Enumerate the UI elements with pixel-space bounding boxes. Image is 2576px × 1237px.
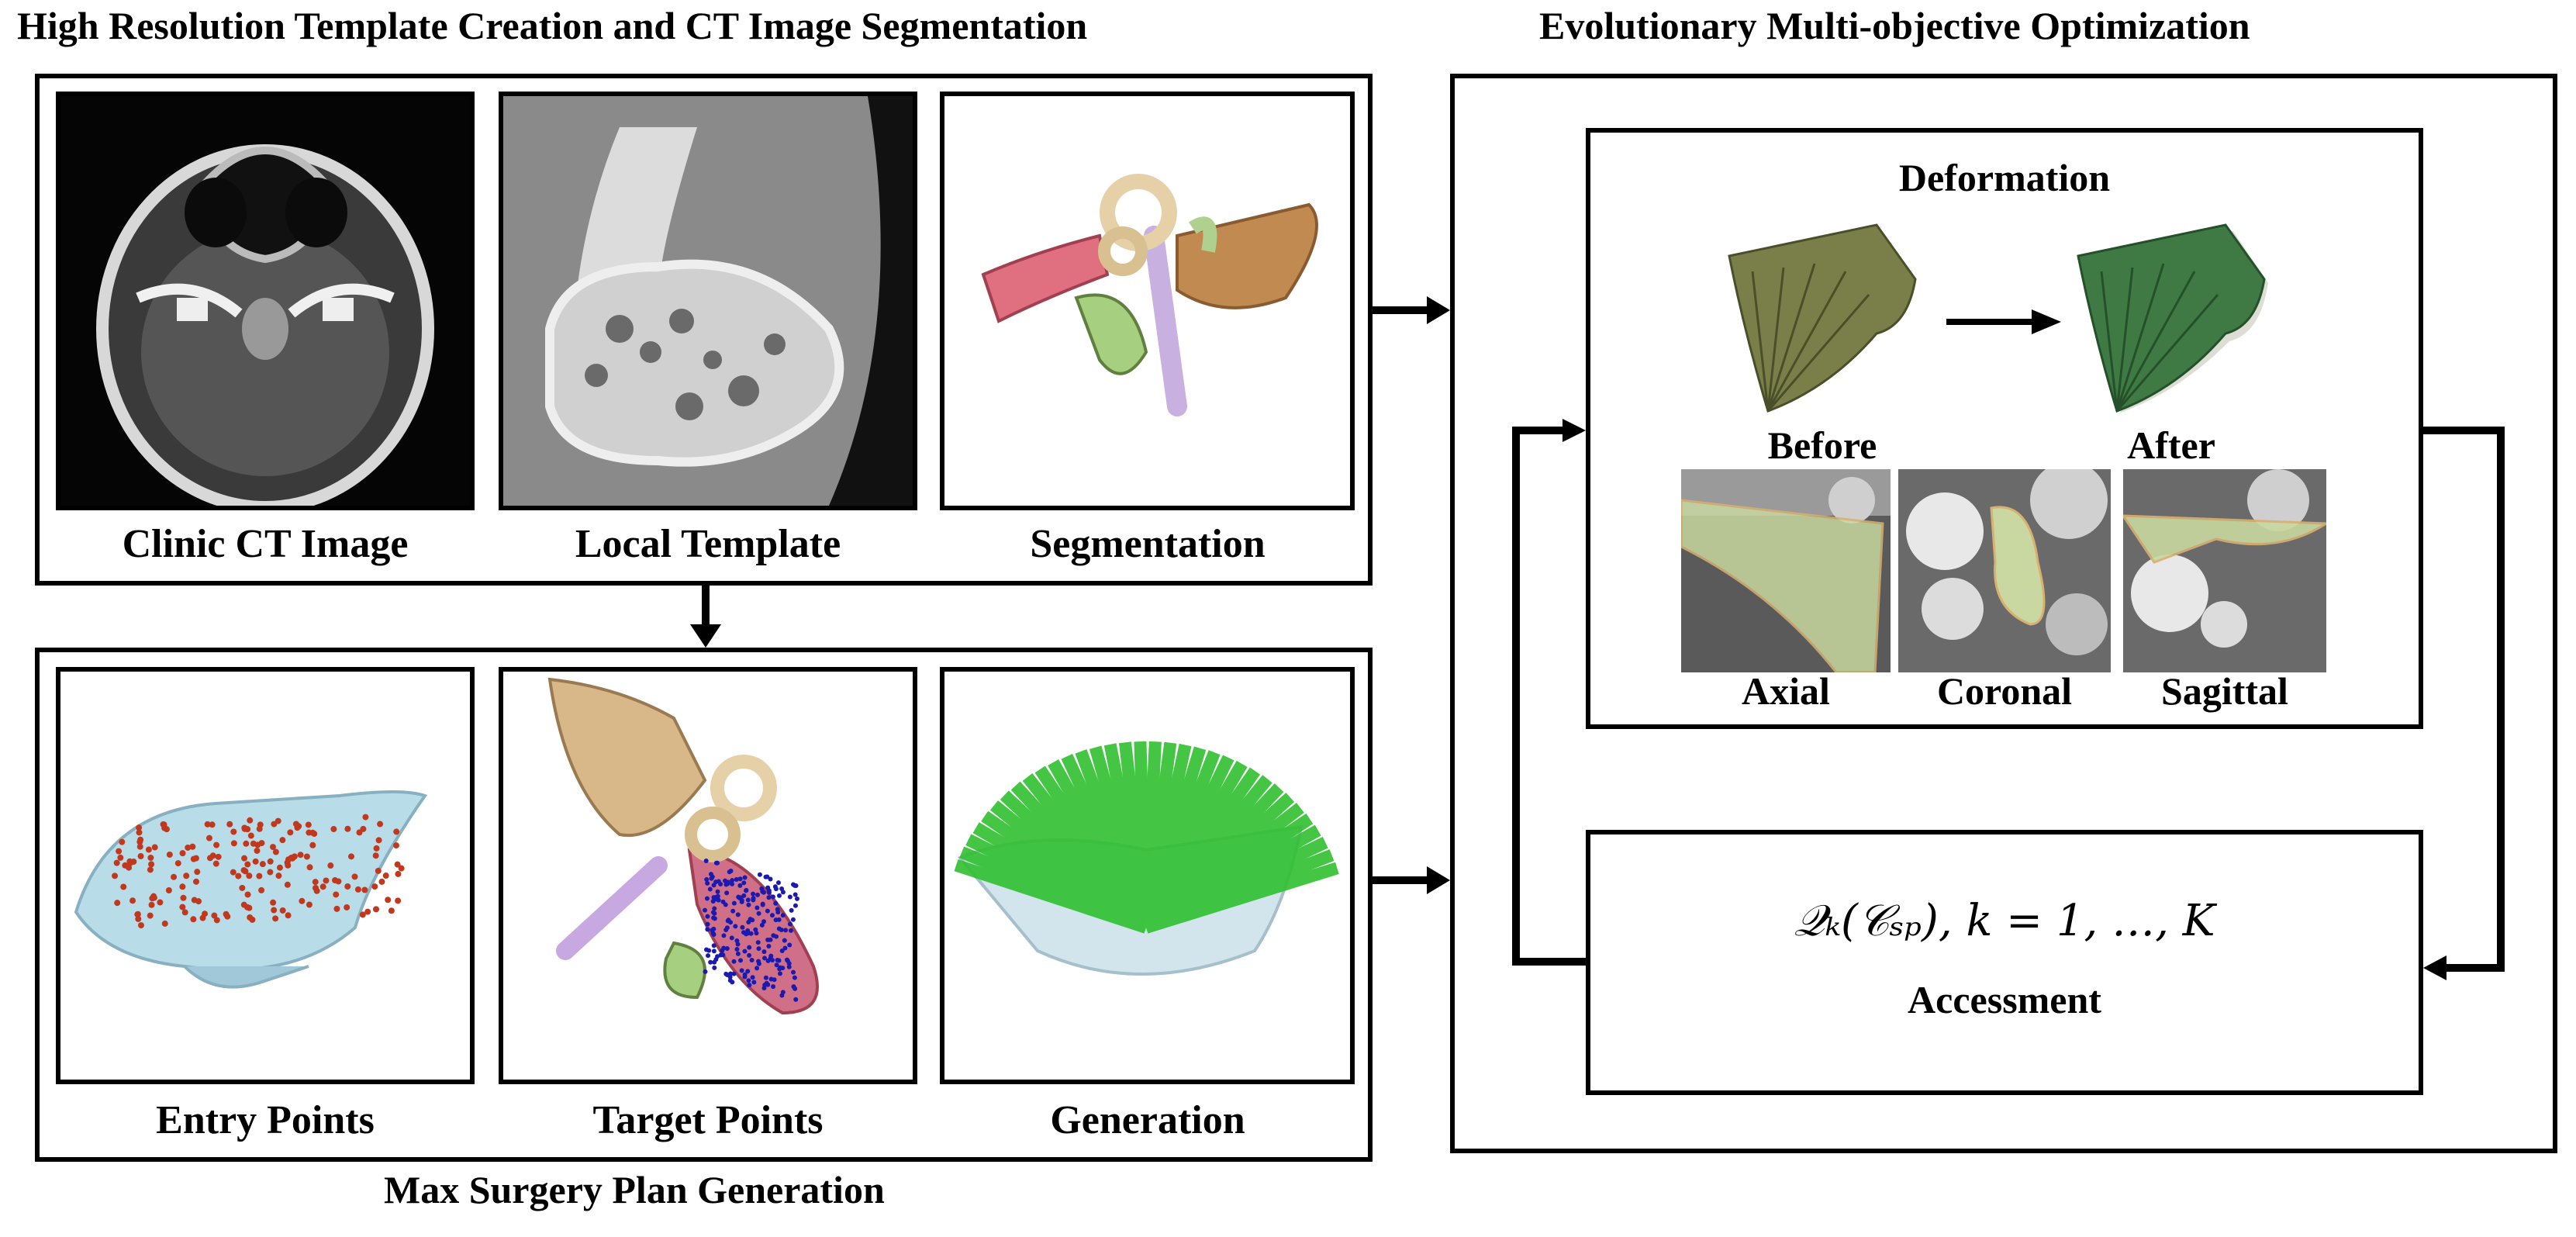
- coronal-view-image: [1898, 469, 2111, 672]
- assessment-formula: 𝒬ₖ(𝒞ₛₚ), k = 1, …, K: [1794, 896, 2215, 946]
- deformation-title: Deformation: [1898, 156, 2111, 199]
- assessment-label: Accessment: [1908, 978, 2101, 1021]
- clinic-ct-image-panel: [56, 92, 475, 510]
- sagittal-view-image: [2123, 469, 2326, 672]
- generation-image: [944, 672, 1350, 1080]
- before-label: Before: [1767, 423, 1877, 467]
- before-bone-image: [1728, 223, 1917, 413]
- caption-local-template: Local Template: [575, 522, 841, 566]
- local-template-image: [503, 96, 913, 506]
- sagittal-label: Sagittal: [2161, 669, 2288, 713]
- section-title-template-segmentation: High Resolution Template Creation and CT…: [17, 4, 1088, 47]
- axial-view-image: [1681, 469, 1891, 672]
- target-points-image: [503, 672, 913, 1080]
- after-label: After: [2127, 423, 2215, 467]
- local-template-panel: [499, 92, 917, 510]
- segmentation-image: [944, 96, 1350, 506]
- coronal-label: Coronal: [1936, 669, 2073, 713]
- generation-panel: [940, 667, 1355, 1084]
- assessment-box: [1586, 830, 2423, 1095]
- caption-segmentation: Segmentation: [1030, 522, 1266, 566]
- caption-target-points: Target Points: [592, 1098, 824, 1142]
- deformation-arrow-icon: [1946, 309, 2061, 334]
- entry-points-panel: [56, 667, 475, 1084]
- after-bone-image: [2077, 223, 2268, 413]
- caption-clinic-ct: Clinic CT Image: [122, 522, 409, 566]
- caption-generation: Generation: [1050, 1098, 1245, 1142]
- section-title-optimization: Evolutionary Multi-objective Optimizatio…: [1539, 4, 2250, 47]
- clinic-ct-image: [60, 96, 470, 506]
- target-points-panel: [499, 667, 917, 1084]
- segmentation-panel: [940, 92, 1355, 510]
- caption-entry-points: Entry Points: [156, 1098, 375, 1142]
- section-title-plan-generation: Max Surgery Plan Generation: [384, 1168, 885, 1211]
- axial-label: Axial: [1742, 669, 1830, 713]
- entry-points-image: [60, 672, 470, 1080]
